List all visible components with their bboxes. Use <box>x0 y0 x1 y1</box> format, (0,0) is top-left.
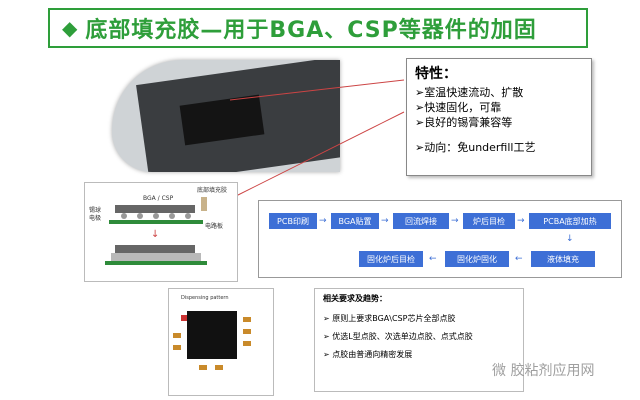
dispenser-label: 底部填充胶 <box>197 187 228 194</box>
flow-step: 液体填充 <box>531 251 595 267</box>
electrode-label: 电极 <box>89 215 102 222</box>
properties-box: 特性： ➢室温快速流动、扩散 ➢快速固化，可靠 ➢良好的锡膏兼容等 ➢动向：免u… <box>406 58 592 176</box>
dispensing-layout: Dispensing pattern <box>168 288 274 396</box>
properties-heading: 特性： <box>415 66 457 82</box>
package-bottom <box>115 245 195 253</box>
flow-step: 炉后目检 <box>463 213 515 229</box>
diagram-top-label: BGA / CSP <box>143 195 174 202</box>
pcb-label: 电路板 <box>205 223 224 230</box>
diamond-icon: ◆ <box>62 16 78 40</box>
page-title: 底部填充胶—用于BGA、CSP等器件的加固 <box>85 18 537 43</box>
arrow-right-icon: → <box>381 216 389 226</box>
pad <box>199 365 207 370</box>
process-flow: PCB印刷 → BGA贴置 → 回流焊接 → 炉后目检 → PCBA底部加热 ↓… <box>258 200 622 278</box>
pad <box>173 345 181 350</box>
flow-step: 回流焊接 <box>393 213 449 229</box>
arrow-left-icon: ← <box>515 254 523 264</box>
requirement-item: ➢ 优选L型点胶、次选单边点胶、点式点胶 <box>323 332 473 341</box>
flow-step: 固化炉后目检 <box>359 251 423 267</box>
dispenser-needle <box>201 197 207 211</box>
pad <box>243 329 251 334</box>
title-banner: ◆ 底部填充胶—用于BGA、CSP等器件的加固 <box>48 8 588 48</box>
requirement-item: ➢ 原则上要求BGA\CSP芯片全部点胶 <box>323 314 456 323</box>
pad <box>173 333 181 338</box>
dispense-dot <box>181 315 187 321</box>
arrow-left-icon: ← <box>429 254 437 264</box>
pad <box>215 365 223 370</box>
arrow-right-icon: → <box>517 216 525 226</box>
flow-step: BGA贴置 <box>331 213 379 229</box>
chip-photo <box>112 60 340 172</box>
pad <box>243 317 251 322</box>
underfill-diagram: BGA / CSP 底部填充胶 锡球 电极 电路板 ↓ <box>84 182 238 282</box>
requirements-heading: 相关要求及趋势： <box>323 294 387 303</box>
trend-item: ➢动向：免underfill工艺 <box>415 141 536 154</box>
property-item: ➢快速固化，可靠 <box>415 101 502 114</box>
flow-step: PCBA底部加热 <box>529 213 611 229</box>
chip-image <box>187 311 237 359</box>
underfill-fill <box>111 253 201 261</box>
requirements-box: 相关要求及趋势： ➢ 原则上要求BGA\CSP芯片全部点胶 ➢ 优选L型点胶、次… <box>314 288 524 392</box>
flow-step: 固化炉固化 <box>445 251 509 267</box>
arrow-right-icon: → <box>319 216 327 226</box>
layout-caption: Dispensing pattern <box>181 295 229 301</box>
requirement-item: ➢ 点胶由普通向精密发展 <box>323 350 413 359</box>
pcb-top <box>109 220 203 224</box>
property-item: ➢室温快速流动、扩散 <box>415 86 524 99</box>
watermark: 微 胶粘剂应用网 <box>492 363 595 379</box>
property-item: ➢良好的锡膏兼容等 <box>415 116 513 129</box>
pad <box>243 341 251 346</box>
arrow-down-icon: ↓ <box>151 229 160 240</box>
arrow-down-icon: ↓ <box>566 234 574 244</box>
flow-step: PCB印刷 <box>269 213 317 229</box>
solder-ball-label: 锡球 <box>89 207 102 214</box>
package-top <box>115 205 195 213</box>
pcb-bottom <box>105 261 207 265</box>
arrow-right-icon: → <box>451 216 459 226</box>
